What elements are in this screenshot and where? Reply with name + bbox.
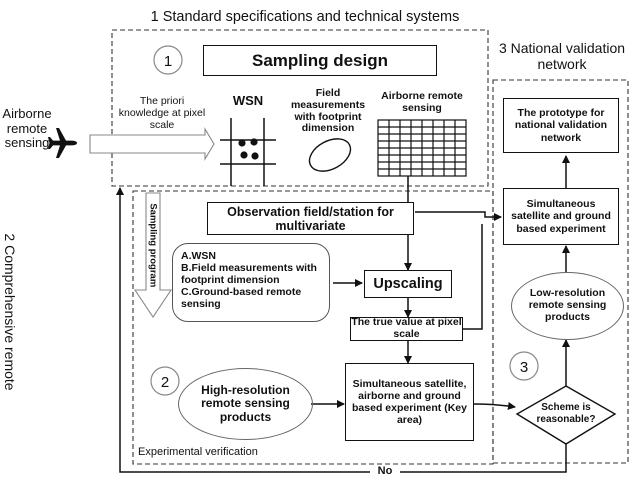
circle-3-label: 3 [520,359,528,376]
priori-knowledge-label: The priori knowledge at pixel scale [118,95,206,131]
high-res-ellipse: High-resolution remote sensing products [178,368,313,440]
method-item-b: B.Field measurements with footprint dime… [181,262,317,287]
wsn-label: WSN [232,93,264,108]
sampling-program-label: Sampling program [147,203,159,288]
wsn-grid [220,118,276,186]
low-res-ellipse: Low-resolution remote sensing products [511,272,624,340]
circle-2-label: 2 [161,374,169,391]
true-value-box: The true value at pixel scale [350,316,463,341]
feedback-no-label: No [370,465,400,478]
sampling-design-box: Sampling design [203,45,437,76]
frame-national [492,79,629,464]
feedback-no-line [116,187,567,473]
section-comprehensive-title: 2 Comprehensive remote sensing experimen… [0,233,18,391]
frame-standard [111,29,489,187]
airborne-left-label: Airborne remote sensing [2,106,52,151]
field-measurements-label: Field measurements with footprint dimens… [290,87,366,135]
circle-2 [150,366,180,396]
airborne-grid [377,119,467,177]
simultaneous-sat-box: Simultaneous satellite and ground based … [503,188,619,245]
section-standard-title: 1 Standard specifications and technical … [150,9,460,25]
method-item-a: A.WSN [181,250,216,262]
circle-1-label: 1 [164,53,172,70]
prototype-box: The prototype for national validation ne… [503,98,619,153]
upscaling-box: Upscaling [364,270,452,298]
section-national-title: 3 National validation network [498,40,626,72]
airborne-grid-label: Airborne remote sensing [381,90,463,114]
sampling-program-arrow [133,192,173,318]
wsn-sensors [238,138,259,160]
footprint-ellipse [308,138,352,172]
methods-box: A.WSN B.Field measurements with footprin… [172,243,330,322]
simultaneous-key-box: Simultaneous satellite, airborne and gro… [345,363,474,441]
priori-arrow [89,127,215,161]
circle-3 [509,351,539,381]
circle-1 [153,45,183,75]
scheme-diamond [515,385,617,445]
scheme-label: Scheme is reasonable? [536,402,596,425]
experimental-verification-label: Experimental verification [138,446,258,458]
method-item-c: C.Ground-based remote sensing [181,286,302,311]
airplane-icon [48,128,77,158]
observation-field-box: Observation field/station for multivaria… [207,202,414,235]
